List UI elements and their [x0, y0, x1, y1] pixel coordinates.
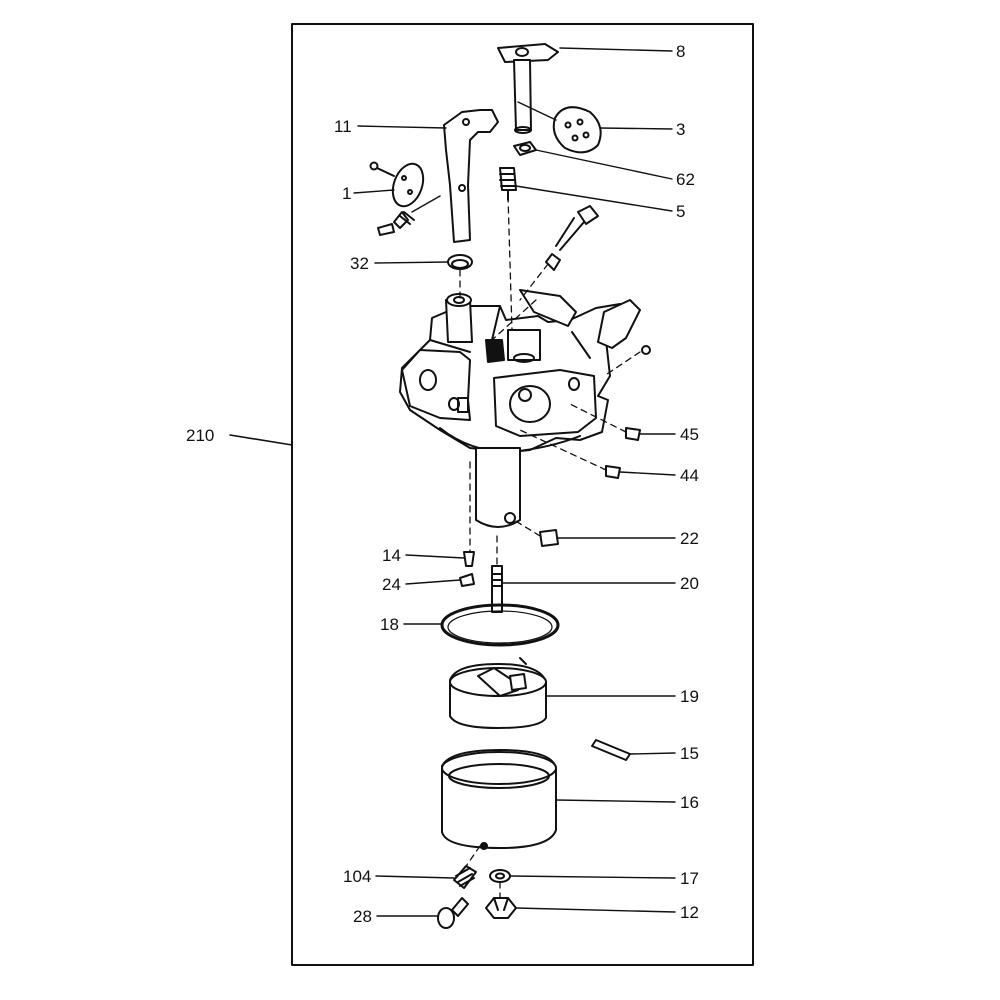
callout-20: 20: [680, 574, 699, 593]
part-11-choke-lever: [443, 109, 499, 243]
part-20-nozzle: [491, 565, 503, 613]
part-62-seal: [513, 141, 537, 156]
part-28-screw: [437, 897, 469, 929]
part-5-spring: [499, 167, 517, 201]
part-small-pin: [641, 345, 651, 355]
callout-11: 11: [334, 117, 352, 136]
part-22-plug: [539, 529, 559, 547]
diagram-frame: [291, 23, 754, 966]
carburetor-body: [399, 289, 641, 453]
callout-leaders: [353, 47, 676, 917]
part-44-screw: [605, 465, 621, 479]
assembly-label-210: 210: [186, 426, 215, 445]
callout-12: 12: [680, 903, 699, 922]
part-32-seal-ring: [447, 254, 473, 270]
callout-45: 45: [680, 425, 699, 444]
part-15-float-pin: [591, 739, 631, 761]
part-idle-screw: [545, 205, 599, 271]
callout-28: 28: [353, 907, 372, 926]
callout-104: 104: [343, 867, 372, 886]
part-3-throttle-plate: [552, 106, 602, 154]
part-1-choke-plate: [369, 161, 441, 236]
callout-19: 19: [680, 687, 699, 706]
part-17-washer: [489, 869, 511, 883]
callout-24: 24: [382, 575, 401, 594]
part-16-float-bowl: [441, 749, 557, 850]
callout-15: 15: [680, 744, 699, 763]
part-14-needle: [463, 551, 475, 567]
callout-17: 17: [680, 869, 699, 888]
callout-32: 32: [350, 254, 369, 273]
callout-8: 8: [676, 42, 686, 61]
part-12-bolt: [485, 897, 517, 919]
assembly-centerlines: [459, 195, 641, 899]
callout-5: 5: [676, 202, 686, 221]
part-45-screw: [625, 427, 641, 441]
callout-1: 1: [342, 184, 352, 203]
callout-3: 3: [676, 120, 686, 139]
callout-62: 62: [676, 170, 695, 189]
part-18-gasket: [440, 603, 560, 665]
callout-44: 44: [680, 466, 699, 485]
callout-16: 16: [680, 793, 699, 812]
callout-22: 22: [680, 529, 699, 548]
leader-210: [229, 434, 293, 446]
part-main-jet-tube: [475, 447, 521, 528]
callout-18: 18: [380, 615, 399, 634]
part-8-throttle-shaft: [497, 43, 559, 134]
callout-14: 14: [382, 546, 401, 565]
part-24-clip: [459, 573, 475, 587]
part-19-float: [449, 663, 547, 729]
part-104-spring: [453, 865, 477, 889]
